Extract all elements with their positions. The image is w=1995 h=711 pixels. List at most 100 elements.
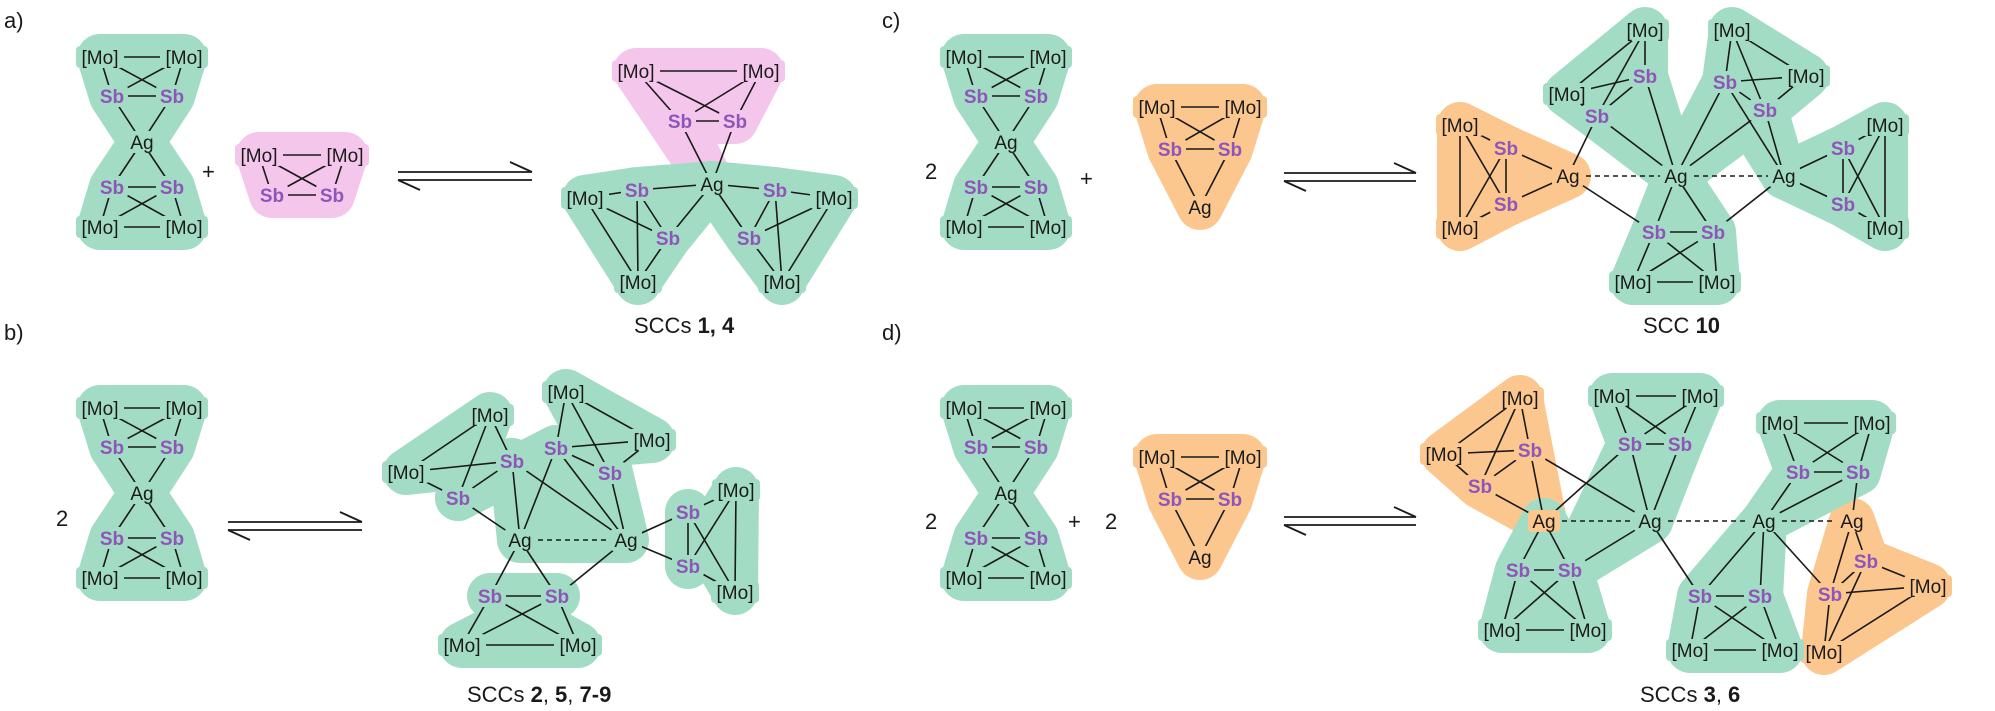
atom-mask [1800,641,1848,663]
antimony-label: Sb [100,178,124,199]
antimony-label: Sb [100,529,124,550]
antimony-label: Sb [1854,552,1878,573]
antimony-label: Sb [598,464,622,485]
molybdenum-label: [Mo] [166,569,203,590]
molybdenum-label: [Mo] [816,189,853,210]
atom-mask [1020,176,1052,198]
molybdenum-label: [Mo] [620,273,657,294]
antimony-label: Sb [668,112,692,133]
panel-label-b: b) [4,320,24,345]
atom-mask [554,634,602,656]
atom-mask [940,216,988,238]
silver-label: Ag [508,531,531,552]
antimony-label: Sb [1618,435,1642,456]
molybdenum-label: [Mo] [946,48,983,69]
atom-mask [758,271,806,293]
atom-mask [1904,575,1952,597]
bond-line [1842,124,1886,205]
atom-mask [542,381,590,403]
atom-mask [1850,550,1882,572]
bond-line [609,472,627,541]
atom-mask [1581,105,1613,127]
molybdenum-label: [Mo] [1030,399,1067,420]
silver-label: Ag [700,175,723,196]
atom-mask [1543,83,1591,105]
bond-line [1543,443,1631,522]
atom-mask [160,567,208,589]
antimony-label: Sb [1158,490,1182,511]
silver-label: Ag [1664,167,1687,188]
antimony-label: Sb [676,503,700,524]
bond-line [1529,449,1651,522]
bond-line [1459,147,1507,229]
antimony-label: Sb [160,438,184,459]
atom-mask [1638,221,1670,243]
atom-mask [960,527,992,549]
molybdenum-label: [Mo] [618,62,655,83]
bond-line [1479,397,1521,487]
antimony-label: Sb [964,178,988,199]
atom-mask [1133,446,1181,468]
molybdenum-label: [Mo] [1867,116,1904,137]
atom-mask [1020,527,1052,549]
molybdenum-label: [Mo] [166,399,203,420]
atom-mask [1214,488,1246,510]
molybdenum-label: [Mo] [946,399,983,420]
atom-mask [76,46,124,68]
antimony-label: Sb [763,181,787,202]
atom-mask [1554,559,1586,581]
molybdenum-label: [Mo] [82,218,119,239]
molybdenum-label: [Mo] [1030,569,1067,590]
bond-line [636,189,639,283]
atom-mask [940,567,988,589]
molybdenum-label: [Mo] [946,218,983,239]
atom-mask [1024,216,1072,238]
molybdenum-label: [Mo] [567,189,604,210]
atom-mask [1782,65,1830,87]
atom-mask [1697,221,1729,243]
antimony-label: Sb [964,529,988,550]
antimony-label: Sb [1668,435,1692,456]
molybdenum-label: [Mo] [1570,621,1607,642]
silver-label: Ag [994,133,1017,154]
molybdenum-label: [Mo] [718,481,755,502]
atom-mask [1827,137,1859,159]
atom-mask [990,482,1022,504]
bond-line [687,511,736,593]
molybdenum-label: [Mo] [1502,389,1539,410]
atom-mask [1756,412,1804,434]
atom-mask [1464,475,1496,497]
antimony-label: Sb [160,87,184,108]
atom-mask [76,397,124,419]
silver-label: Ag [130,133,153,154]
antimony-label: Sb [676,557,700,578]
atom-mask [1024,46,1072,68]
molybdenum-label: [Mo] [634,431,671,452]
bond-line [781,197,835,283]
atom-mask [1782,461,1814,483]
plus-sign-d: + [1068,509,1081,534]
antimony-label: Sb [100,438,124,459]
atom-mask [160,216,208,238]
molybdenum-label: [Mo] [1442,116,1479,137]
atom-mask [1708,19,1756,41]
molybdenum-label: [Mo] [717,583,754,604]
antimony-label: Sb [1818,585,1842,606]
molybdenum-label: [Mo] [1714,21,1751,42]
atom-mask [160,397,208,419]
atom-mask [594,462,626,484]
atom-mask [1848,412,1896,434]
bond-line [1759,520,1765,597]
molybdenum-label: [Mo] [764,273,801,294]
silver-label: Ag [1188,198,1211,219]
atom-mask [1490,137,1522,159]
equilibrium-arrows [227,161,1417,541]
equilibrium-arrow-a [397,161,533,191]
antimony-label: Sb [160,178,184,199]
atom-mask [156,85,188,107]
bond-line [1724,81,1785,177]
plus-sign-a: + [202,159,215,184]
molybdenum-label: [Mo] [82,48,119,69]
atom-mask [1621,19,1669,41]
